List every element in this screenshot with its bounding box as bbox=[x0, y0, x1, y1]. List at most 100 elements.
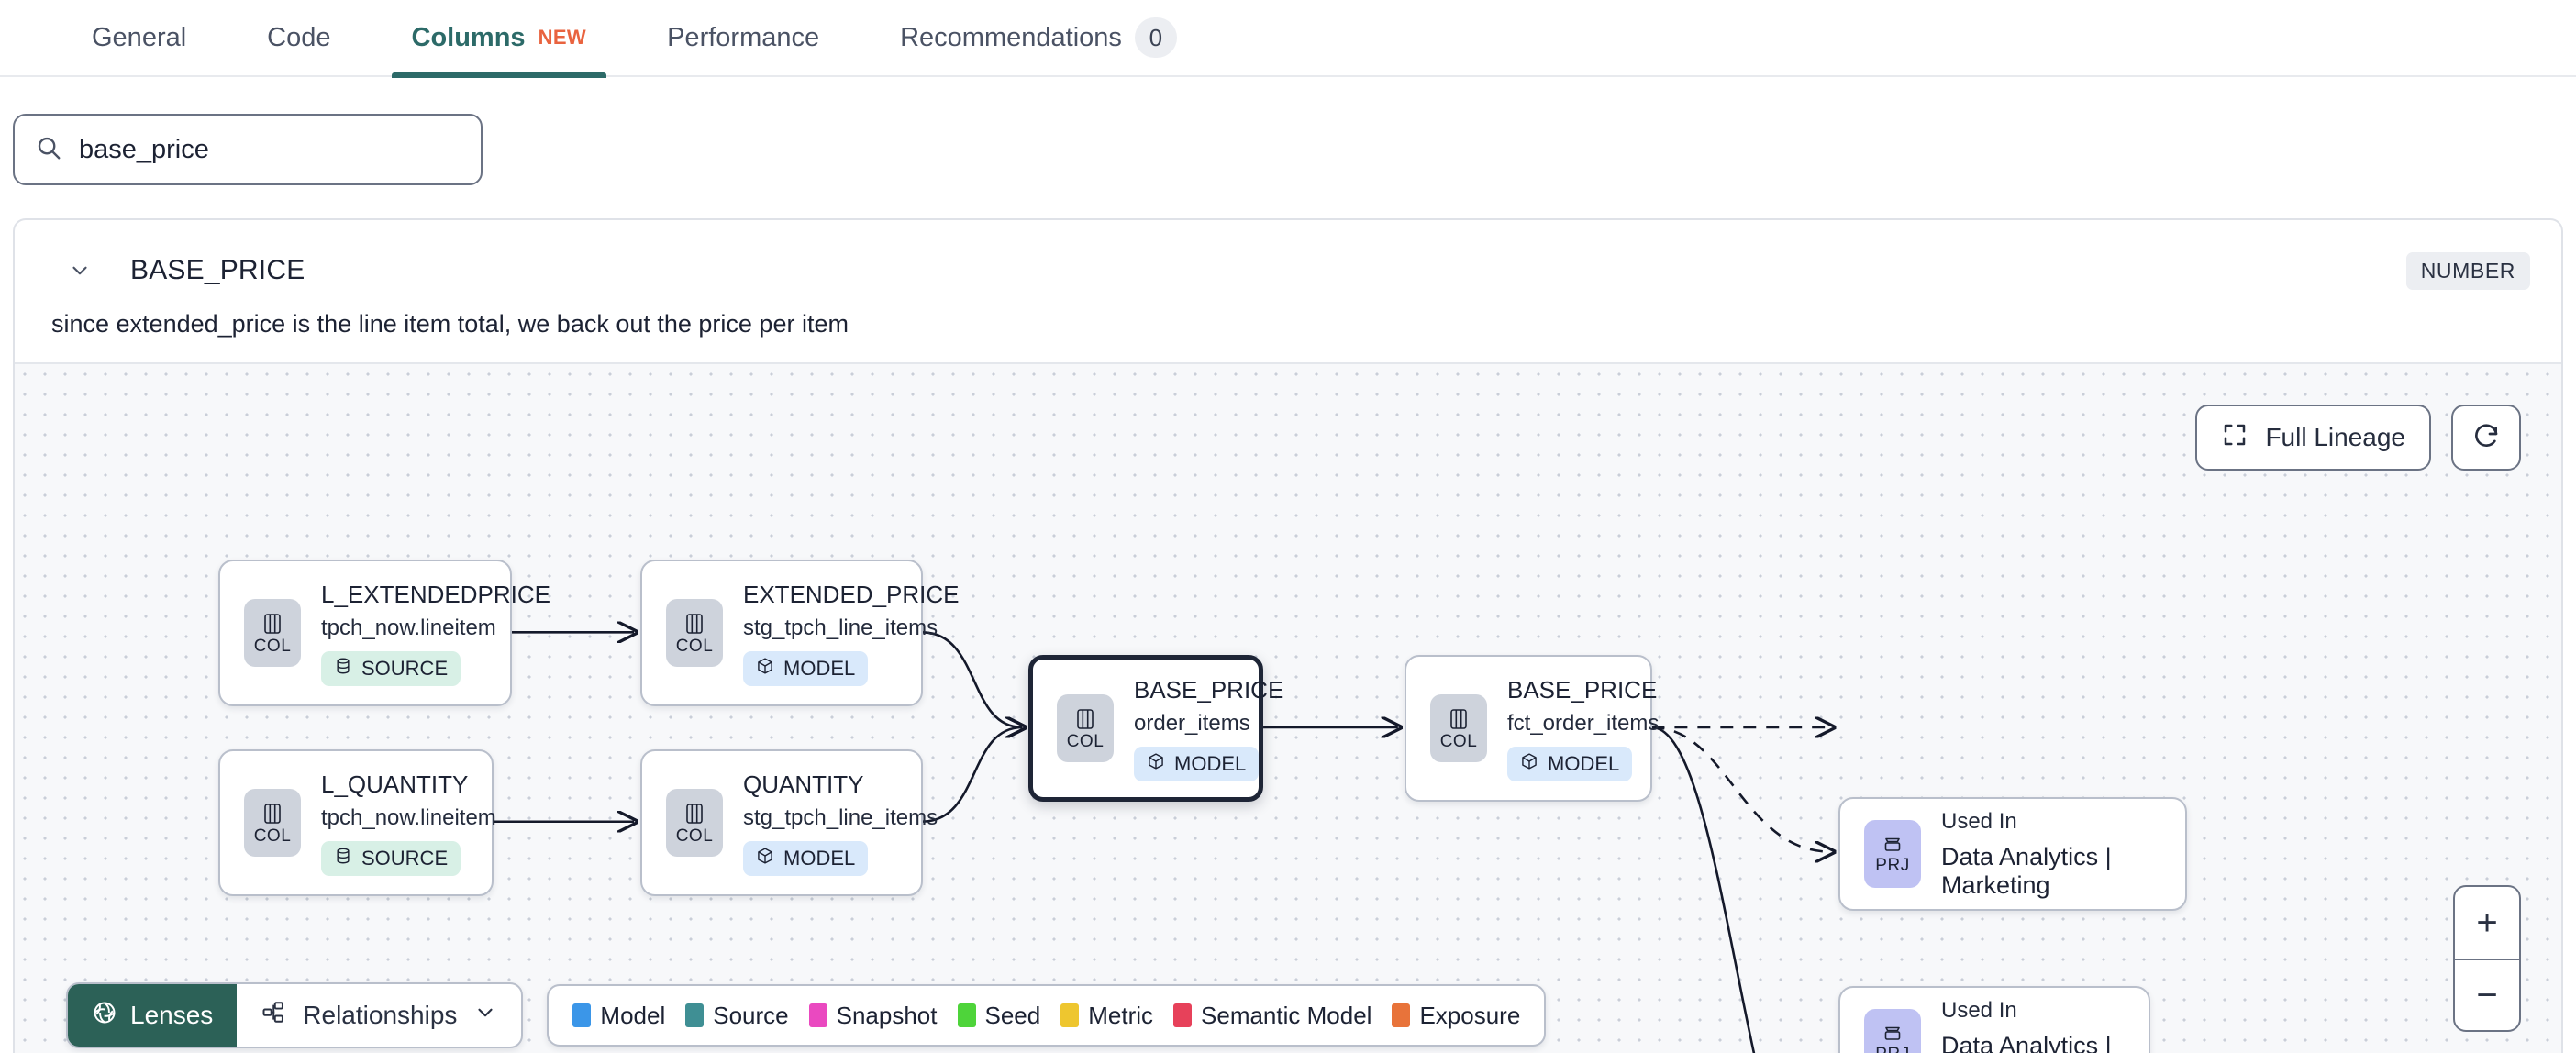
lineage-node-quantity[interactable]: COL QUANTITY stg_tpch_line_items MODEL bbox=[640, 749, 938, 896]
node-name: BASE_PRICE bbox=[1134, 675, 1284, 704]
page-title: BASE_PRICE bbox=[130, 255, 305, 285]
expand-icon bbox=[2221, 421, 2248, 455]
node-type-tag: MODEL bbox=[743, 840, 869, 876]
search-box[interactable] bbox=[13, 114, 483, 185]
column-badge-icon: COL bbox=[244, 599, 301, 667]
project-name: Data Analytics | Marketing bbox=[1941, 842, 2112, 899]
node-body: BASE_PRICE fct_order_items MODEL bbox=[1507, 676, 1659, 781]
lineage-node-l-quantity[interactable]: COL L_QUANTITY tpch_now.lineitem SOURCE bbox=[218, 749, 496, 896]
legend-swatch bbox=[1392, 1003, 1411, 1027]
legend-item-metric: Metric bbox=[1060, 1002, 1153, 1030]
database-icon bbox=[334, 657, 352, 681]
node-subtitle: stg_tpch_line_items bbox=[743, 804, 938, 830]
refresh-icon bbox=[2471, 421, 2501, 455]
chevron-down-icon bbox=[473, 1001, 497, 1031]
chevron-down-icon[interactable] bbox=[66, 257, 94, 284]
tab-performance[interactable]: Performance bbox=[627, 0, 860, 76]
node-name: EXTENDED_PRICE bbox=[743, 580, 960, 608]
badge-text: COL bbox=[1439, 731, 1478, 751]
node-type-tag: MODEL bbox=[1134, 746, 1260, 781]
node-type-tag: MODEL bbox=[1507, 746, 1633, 781]
full-lineage-label: Full Lineage bbox=[2265, 423, 2405, 451]
badge-text: COL bbox=[253, 636, 292, 656]
node-body: EXTENDED_PRICE stg_tpch_line_items MODEL bbox=[743, 581, 960, 686]
zoom-controls: + − bbox=[2453, 885, 2521, 1032]
tab-label: Columns bbox=[411, 22, 526, 52]
badge-text: PRJ bbox=[1875, 855, 1910, 875]
node-name: BASE_PRICE bbox=[1507, 675, 1658, 704]
legend-swatch bbox=[685, 1003, 705, 1027]
lineage-node-extended-price[interactable]: COL EXTENDED_PRICE stg_tpch_line_items M… bbox=[640, 560, 960, 706]
lineage-canvas[interactable]: COL L_EXTENDEDPRICE tpch_now.lineitem SO… bbox=[15, 362, 2561, 1053]
badge-text: PRJ bbox=[1875, 1046, 1909, 1053]
legend-label: Model bbox=[600, 1001, 666, 1029]
node-subtitle: tpch_now.lineitem bbox=[321, 615, 496, 640]
column-badge-icon: COL bbox=[666, 599, 723, 667]
node-body: L_QUANTITY tpch_now.lineitem SOURCE bbox=[321, 770, 496, 876]
tab-code[interactable]: Code bbox=[227, 0, 371, 76]
tab-new-badge: NEW bbox=[538, 26, 587, 49]
node-type-label: MODEL bbox=[1174, 751, 1247, 775]
node-name: QUANTITY bbox=[743, 770, 864, 798]
legend-item-model: Model bbox=[572, 1002, 665, 1030]
node-subtitle: order_items bbox=[1134, 710, 1250, 736]
column-panel: BASE_PRICE NUMBER since extended_price i… bbox=[13, 218, 2563, 1053]
tab-label: Recommendations bbox=[900, 22, 1122, 52]
tab-bar: General Code Columns NEW Performance Rec… bbox=[0, 0, 2576, 78]
column-description: since extended_price is the line item to… bbox=[51, 310, 849, 338]
project-badge-icon: PRJ bbox=[1864, 820, 1921, 888]
legend-label: Metric bbox=[1088, 1001, 1154, 1029]
lineage-node-project-sales[interactable]: PRJ Used In Data Analytics | Sales bbox=[1838, 986, 2150, 1053]
legend-label: Seed bbox=[984, 1001, 1041, 1029]
canvas-top-controls: Full Lineage bbox=[2195, 405, 2521, 471]
refresh-button[interactable] bbox=[2451, 405, 2521, 471]
legend-item-semantic-model: Semantic Model bbox=[1173, 1002, 1371, 1030]
project-badge-icon: PRJ bbox=[1864, 1009, 1921, 1053]
node-name: L_QUANTITY bbox=[321, 770, 469, 798]
column-badge-icon: COL bbox=[1430, 694, 1487, 762]
database-icon bbox=[334, 847, 352, 870]
badge-text: COL bbox=[675, 636, 714, 656]
node-type-label: SOURCE bbox=[361, 846, 449, 870]
legend-label: Source bbox=[713, 1001, 789, 1029]
legend-swatch bbox=[1060, 1003, 1080, 1027]
search-input[interactable] bbox=[79, 134, 461, 165]
canvas-bottom-toolbar: Lenses Relationships bbox=[66, 982, 1547, 1048]
tab-recommendations[interactable]: Recommendations 0 bbox=[860, 0, 1217, 76]
column-badge-icon: COL bbox=[666, 789, 723, 857]
column-badge-icon: COL bbox=[244, 789, 301, 857]
node-type-label: MODEL bbox=[783, 656, 856, 680]
legend-swatch bbox=[808, 1003, 827, 1027]
used-in-label: Used In bbox=[1941, 997, 2017, 1023]
search-row bbox=[0, 77, 2576, 185]
relationships-label: Relationships bbox=[303, 1001, 458, 1029]
relationships-dropdown[interactable]: Relationships bbox=[237, 984, 521, 1047]
zoom-in-button[interactable]: + bbox=[2476, 902, 2498, 943]
lineage-node-base-price-order-items[interactable]: COL BASE_PRICE order_items MODEL bbox=[1028, 655, 1283, 802]
tab-label: Code bbox=[267, 22, 331, 52]
legend-label: Exposure bbox=[1419, 1001, 1521, 1029]
legend-swatch bbox=[1173, 1003, 1193, 1027]
cube-icon bbox=[756, 657, 774, 681]
node-type-tag: SOURCE bbox=[321, 650, 461, 686]
badge-text: COL bbox=[675, 826, 714, 846]
tab-columns[interactable]: Columns NEW bbox=[372, 0, 627, 78]
node-body: BASE_PRICE order_items MODEL bbox=[1134, 676, 1283, 781]
zoom-out-button[interactable]: − bbox=[2455, 959, 2519, 1030]
lineage-node-base-price-fct-order-items[interactable]: COL BASE_PRICE fct_order_items MODEL bbox=[1405, 655, 1659, 802]
node-subtitle: tpch_now.lineitem bbox=[321, 804, 496, 830]
project-name: Data Analytics | Sales bbox=[1941, 1031, 2112, 1053]
search-icon bbox=[35, 134, 62, 166]
node-type-label: MODEL bbox=[1548, 751, 1620, 775]
lineage-node-project-marketing[interactable]: PRJ Used In Data Analytics | Marketing bbox=[1838, 797, 2187, 911]
used-in-label: Used In bbox=[1941, 808, 2017, 834]
full-lineage-button[interactable]: Full Lineage bbox=[2195, 405, 2431, 471]
node-body: QUANTITY stg_tpch_line_items MODEL bbox=[743, 770, 938, 876]
lenses-button[interactable]: Lenses bbox=[68, 984, 238, 1047]
node-type-label: SOURCE bbox=[361, 656, 449, 680]
aperture-icon bbox=[92, 1000, 117, 1032]
tab-label: Performance bbox=[667, 22, 820, 52]
tab-general[interactable]: General bbox=[51, 0, 227, 76]
cube-icon bbox=[1147, 752, 1165, 776]
lineage-node-l-extendedprice[interactable]: COL L_EXTENDEDPRICE tpch_now.lineitem SO… bbox=[218, 560, 550, 706]
